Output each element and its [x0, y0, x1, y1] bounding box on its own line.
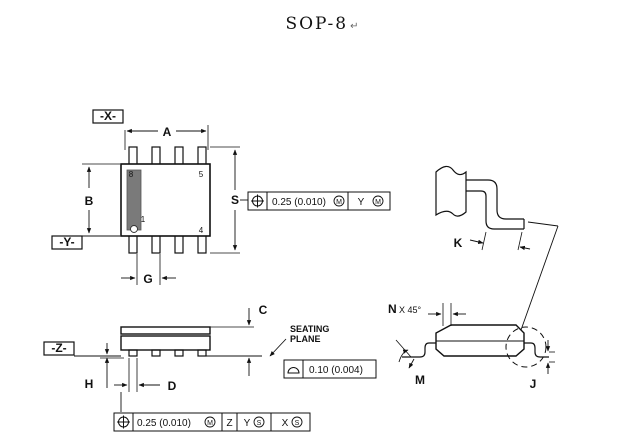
tol-d-frame [113, 412, 311, 432]
dim-m-ext [395, 339, 412, 358]
pin-label-4: 4 [199, 226, 204, 235]
dim-b-label: B [85, 194, 94, 208]
lead-detail-view [435, 165, 559, 331]
tol-d-datum-1: Z [226, 418, 232, 429]
tol-d-datum-3: X [282, 418, 289, 429]
side-view-labels: -Z- C SEATING PLANE H D [51, 303, 329, 393]
dim-d-label: D [168, 379, 177, 393]
tolerance-frame-d: 0.25 (0.010) M Z Y S X S [113, 412, 311, 432]
angle-note-letter: N [388, 302, 397, 316]
side-body-top [120, 326, 211, 335]
lead-detail-body [435, 165, 467, 217]
tol-d-mod: M [207, 420, 213, 427]
datum-z-box [43, 341, 75, 356]
datum-y-box [51, 235, 83, 250]
dim-a-label: A [163, 125, 172, 139]
pin-bot-2 [151, 234, 161, 254]
pin-label-1: 1 [141, 215, 146, 224]
side-lead-2 [151, 349, 161, 357]
tol-d-datum-2: Y [244, 418, 251, 429]
modifier-circle-icon [204, 416, 216, 428]
pin-bot-1 [128, 234, 138, 254]
top-view [51, 109, 248, 285]
side-view [43, 308, 287, 412]
modifier-circle-icon [253, 416, 265, 428]
dim-m-label: M [415, 373, 425, 387]
tol-s-frame [247, 191, 391, 211]
side-lead-4 [197, 349, 207, 357]
side-detail-view [395, 303, 555, 374]
datum-x-box [92, 109, 124, 124]
side-body-bottom [120, 335, 211, 351]
dim-m-arrow [408, 358, 415, 369]
seating-line-1: SEATING [290, 324, 329, 334]
top-view-labels: -X- A B -Y- S G 8 5 1 4 [59, 109, 239, 286]
pin-bot-4 [197, 234, 207, 254]
pin-top-2 [151, 146, 161, 166]
dim-k-arrow-right [519, 245, 531, 251]
dim-j-label: J [530, 377, 537, 391]
detail-leader [520, 225, 559, 331]
lead-outline-top [466, 179, 524, 220]
tol-flat-value: 0.10 (0.004) [309, 365, 363, 376]
tol-s-value: 0.25 (0.010) [272, 197, 326, 208]
pin-label-5: 5 [199, 170, 204, 179]
tol-flat-frame [283, 359, 377, 379]
flatness-tolerance-icon [287, 367, 300, 374]
datum-x-label: -X- [100, 109, 116, 123]
modifier-circle-icon [333, 195, 345, 207]
dim-g-label: G [143, 272, 152, 286]
title-text: SOP-8 [285, 14, 349, 34]
pin-label-8: 8 [129, 170, 134, 179]
datum-z-label: -Z- [51, 341, 66, 355]
dim-c-label: C [259, 303, 268, 317]
dim-k-arrow-left [469, 239, 484, 245]
pin1-dot-icon [130, 225, 138, 233]
side-lead-1 [128, 349, 138, 357]
detail-leader-top [527, 221, 559, 227]
package-title: SOP-8↵ [0, 14, 644, 34]
tol-s-datum-mod: M [375, 199, 381, 206]
side-detail-labels: N X 45° M J [388, 302, 536, 391]
return-mark: ↵ [350, 21, 359, 32]
pin-top-1 [128, 146, 138, 166]
tol-s-mod: M [336, 199, 342, 206]
detail-right-lead [524, 342, 549, 358]
dim-s-label: S [231, 193, 239, 207]
dim-k-label: K [454, 236, 463, 250]
datum-y-label: -Y- [59, 235, 74, 249]
seating-plane-leader [269, 338, 287, 357]
tolerance-frame-flatness: 0.10 (0.004) [283, 359, 377, 379]
pin-top-3 [174, 146, 184, 166]
lead-outline-bottom [466, 190, 524, 230]
modifier-circle-icon [372, 195, 384, 207]
dim-k-ext-left [481, 231, 487, 251]
tol-d-value: 0.25 (0.010) [137, 418, 191, 429]
side-lead-3 [174, 349, 184, 357]
pin1-strip [126, 169, 142, 231]
angle-note-rest: X 45° [399, 305, 422, 315]
tol-s-datum: Y [358, 197, 365, 208]
detail-left-lead [402, 342, 436, 358]
tolerance-frame-s: 0.25 (0.010) M Y M [247, 191, 391, 211]
dim-h-label: H [85, 377, 94, 391]
tol-d-datum-2-mod: S [257, 420, 262, 427]
dim-m-arc [398, 349, 409, 363]
modifier-circle-icon [291, 416, 303, 428]
tol-d-datum-3-mod: S [295, 420, 300, 427]
seating-line-2: PLANE [290, 334, 321, 344]
pin-bot-3 [174, 234, 184, 254]
pin-top-4 [197, 146, 207, 166]
dim-k-ext-right [517, 231, 523, 251]
